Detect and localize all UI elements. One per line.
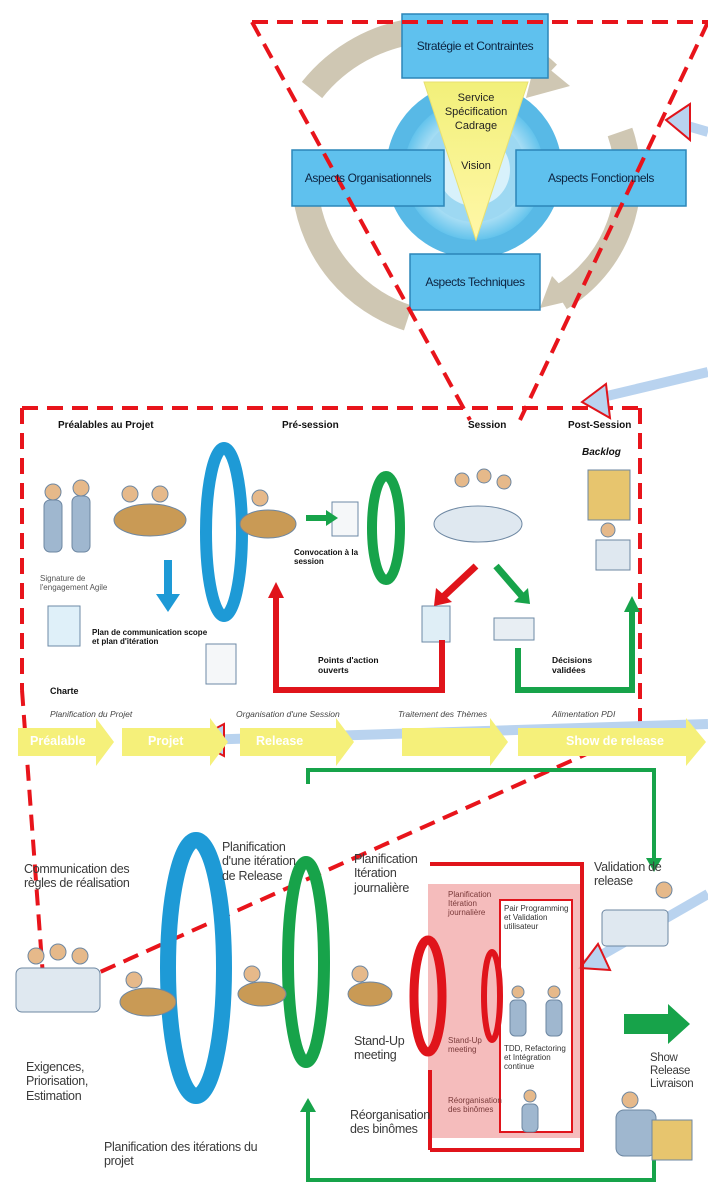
- step-projet: [122, 718, 228, 766]
- reorg-label: Réorganisation des binômes: [350, 1108, 430, 1137]
- header-post-session: Post-Session: [568, 420, 632, 431]
- step-show: [518, 718, 706, 766]
- charte-label: Charte: [50, 686, 79, 696]
- center-line-cadrage: Cadrage: [454, 120, 498, 132]
- signature-label: Signature de l'engagement Agile: [40, 574, 108, 593]
- planif-iterations-label: Planification des itérations du projet: [104, 1140, 258, 1169]
- inner-pair-label: Pair Programming et Validation utilisate…: [504, 904, 569, 932]
- planif-jour-label: Planification Itération journalière: [354, 852, 418, 895]
- top-cycle: [291, 13, 687, 331]
- step-iteration: [402, 718, 508, 766]
- bottom-section: [15, 718, 706, 1182]
- box-organisationnels: [291, 149, 445, 207]
- header-prealables: Préalables au Projet: [58, 420, 154, 431]
- red-cycle: [409, 935, 447, 1057]
- footer-organisation-session: Organisation d'une Session: [236, 709, 340, 719]
- box-techniques-label: Aspects Techniques: [425, 275, 525, 289]
- inner-tdd-label: TDD, Refactoring et Intégration continue: [504, 1044, 566, 1072]
- middle-section: [43, 442, 640, 693]
- step-release: [240, 718, 354, 766]
- plan-communication-label: Plan de communication scope et plan d'it…: [92, 628, 208, 647]
- step-release-label: Release: [256, 734, 304, 748]
- footer-planification-projet: Planification du Projet: [50, 709, 133, 719]
- center-line-vision: Vision: [461, 160, 491, 172]
- inner-reorg-label: Réorganisation des binômes: [448, 1096, 502, 1115]
- convocation-label: Convocation à la session: [294, 548, 359, 567]
- box-techniques: [409, 253, 541, 311]
- points-action-label: Points d'action ouverts: [318, 655, 379, 675]
- red-dashed-callout: [20, 20, 708, 992]
- step-prealable-label: Préalable: [30, 734, 86, 748]
- box-fonctionnels: [515, 149, 687, 207]
- header-session: Session: [468, 420, 507, 431]
- show-label: Show Release Livraison: [650, 1052, 694, 1091]
- inner-standup-label: Stand-Up meeting: [448, 1036, 482, 1055]
- green-cycle-mid: [367, 471, 405, 585]
- step-show-release-label: Show de release: [566, 734, 664, 748]
- footer-traitement-themes: Traitement des Thèmes: [398, 709, 488, 719]
- header-pre-session: Pré-session: [282, 420, 339, 431]
- box-strategie-label: Stratégie et Contraintes: [416, 39, 534, 53]
- center-line-service: Service: [457, 92, 495, 104]
- communication-label: Communication des règles de réalisation: [24, 862, 130, 891]
- blue-cycle-mid: [200, 442, 248, 622]
- cycle-arrow-bottom: [293, 193, 413, 331]
- inner-planif-label: Planification Itération journalière: [448, 890, 492, 918]
- backlog-label: Backlog: [582, 447, 621, 458]
- center-line-specification: Spécification: [444, 106, 508, 118]
- validation-label: Validation de release: [594, 860, 662, 889]
- box-organisationnels-label: Aspects Organisationnels: [304, 171, 432, 185]
- decisions-label: Décisions validées: [552, 655, 593, 675]
- exigences-label: Exigences, Priorisation, Estimation: [26, 1060, 89, 1103]
- green-cycle-big: [282, 856, 330, 1068]
- footer-alimentation-pdi: Alimentation PDI: [552, 709, 616, 719]
- red-cycle-small: [481, 949, 503, 1043]
- box-fonctionnels-label: Aspects Fonctionnels: [547, 171, 655, 185]
- blue-cycle-big: [160, 832, 232, 1104]
- step-prealable: [18, 718, 114, 766]
- planif-release-label: Planification d'une itération de Release: [222, 840, 296, 883]
- box-strategie: [401, 13, 549, 79]
- vision-funnel: [423, 81, 529, 242]
- standup-label: Stand-Up meeting: [354, 1034, 405, 1063]
- step-projet-label: Projet: [148, 734, 184, 748]
